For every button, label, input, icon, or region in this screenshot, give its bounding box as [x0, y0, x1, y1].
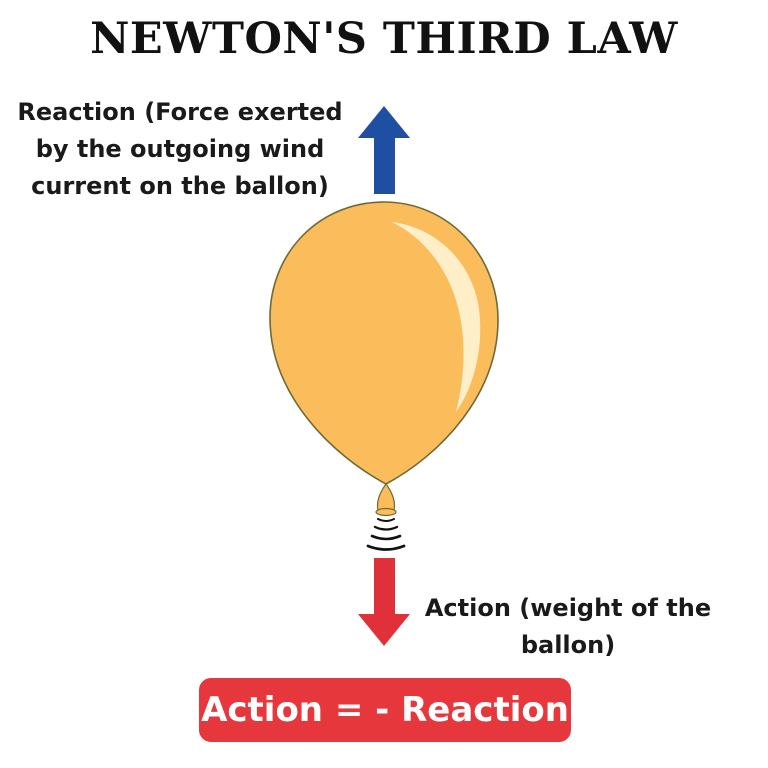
action-label-line: ballon)	[520, 631, 616, 659]
reaction-label-line: by the outgoing wind	[35, 135, 325, 163]
action-arrow	[358, 558, 410, 646]
page-title: NEWTON'S THIRD LAW	[90, 14, 678, 64]
air-outflow-waves	[366, 518, 406, 551]
reaction-label: Reaction (Force exerted by the outgoing …	[10, 94, 350, 205]
formula-text: Action = - Reaction	[201, 690, 569, 730]
balloon-knot	[375, 482, 397, 517]
balloon-highlight	[392, 222, 481, 412]
reaction-label-line: current on the ballon)	[31, 172, 329, 200]
action-label: Action (weight of the ballon)	[420, 590, 716, 664]
action-label-line: Action (weight of the	[424, 594, 712, 622]
formula-box: Action = - Reaction	[199, 678, 571, 742]
reaction-arrow	[358, 106, 410, 194]
reaction-label-line: Reaction (Force exerted	[17, 98, 343, 126]
